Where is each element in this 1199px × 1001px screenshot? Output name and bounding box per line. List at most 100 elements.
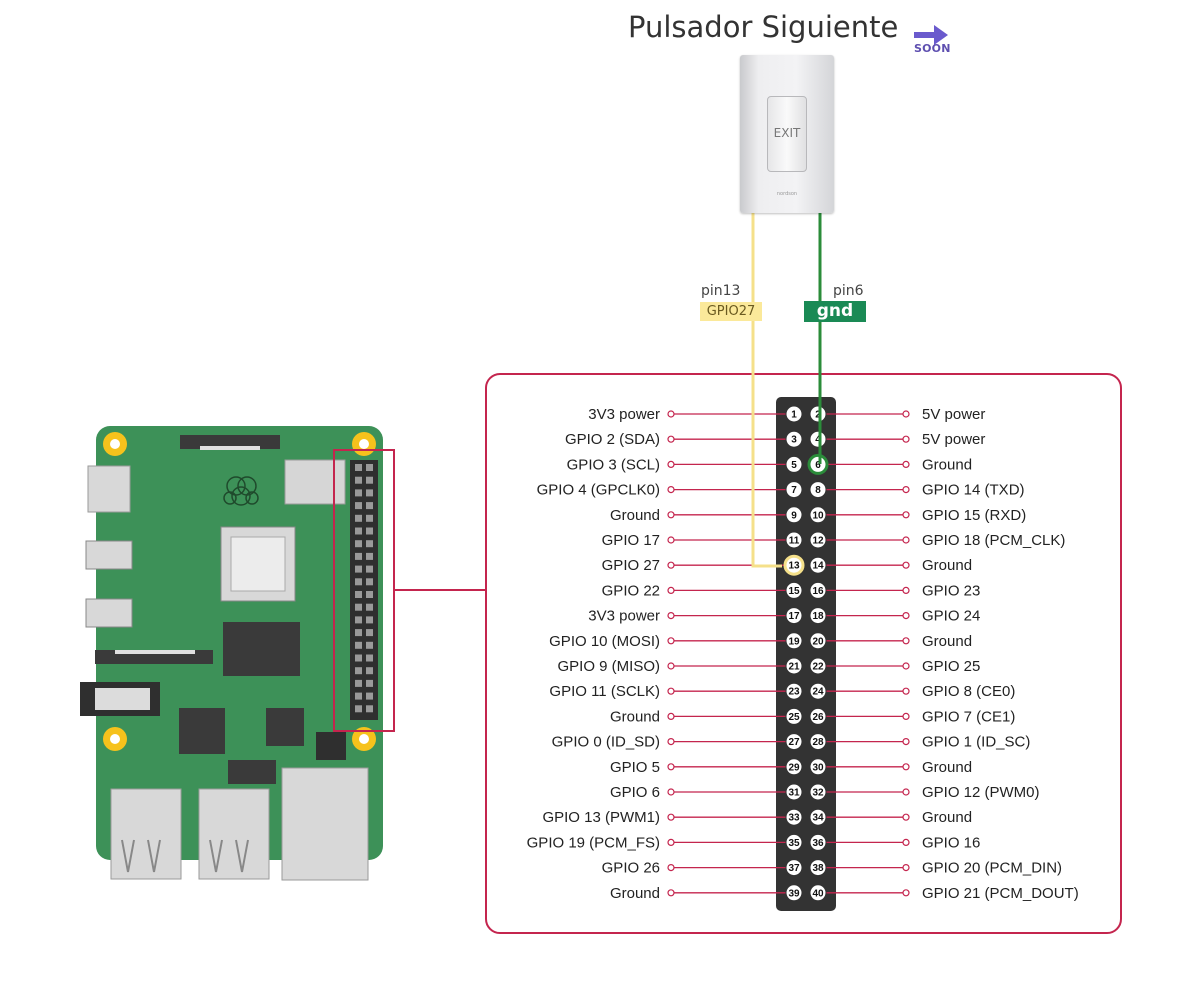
ground-tag: gnd — [804, 301, 866, 322]
pin-label-right: GPIO 1 (ID_SC) — [922, 734, 1030, 751]
pin-21 — [785, 657, 803, 675]
pin-label-right: Ground — [922, 809, 972, 826]
pin-number: 21 — [788, 662, 800, 673]
pin-30 — [809, 758, 827, 776]
pin-34 — [809, 808, 827, 826]
arrow-right-icon — [914, 25, 948, 45]
board-header-pin — [355, 489, 362, 497]
pin-36 — [809, 833, 827, 851]
pin-terminal — [902, 410, 910, 418]
pin-10 — [809, 506, 827, 524]
usb-port — [198, 788, 270, 880]
pin-terminal — [667, 712, 675, 721]
pin-terminal — [667, 763, 675, 771]
pin-15 — [785, 581, 803, 599]
gpio-header-strip — [776, 397, 836, 911]
pin-number: 30 — [812, 762, 824, 773]
pin-label-left: GPIO 0 (ID_SD) — [552, 734, 660, 751]
pin-number: 15 — [788, 586, 800, 597]
signal-pin-label: pin13 — [701, 283, 741, 299]
pin-terminal — [667, 435, 675, 443]
pin-label-left: GPIO 5 — [610, 759, 660, 776]
pin-number: 3 — [791, 435, 797, 446]
poe-header — [316, 732, 346, 760]
pin-number: 28 — [812, 737, 824, 748]
pin-3 — [785, 430, 803, 448]
pin-terminal — [667, 611, 675, 620]
pin-label-right: Ground — [922, 759, 972, 776]
board-header-pin — [355, 654, 362, 662]
exit-button-cap: EXIT — [767, 96, 807, 172]
board-header-pin — [355, 540, 362, 548]
ethernet-port — [281, 767, 369, 881]
pin-number: 22 — [812, 662, 824, 673]
exit-push-button: EXIT nordson — [740, 55, 834, 213]
pin-terminal — [667, 637, 675, 645]
micro-hdmi-port — [85, 540, 133, 570]
board-header-pin — [366, 629, 373, 637]
soon-badge: SOON — [914, 42, 951, 55]
board-header-pin — [355, 705, 362, 713]
pin-8 — [809, 481, 827, 499]
ethernet-chip — [266, 708, 304, 746]
board-header-pin — [355, 641, 362, 649]
pin-14 — [809, 556, 827, 574]
pin-terminal — [902, 611, 910, 620]
pin-number: 20 — [812, 636, 824, 647]
pin-19 — [785, 632, 803, 650]
pin-terminal — [667, 486, 675, 494]
pin-number: 31 — [788, 788, 800, 799]
pin-35 — [785, 833, 803, 851]
pin-number: 33 — [788, 813, 800, 824]
pin-number: 7 — [791, 485, 797, 496]
pin-terminal — [902, 586, 910, 595]
pin-label-right: 5V power — [922, 406, 985, 423]
pin-label-right: GPIO 7 (CE1) — [922, 708, 1015, 725]
board-header-pin — [366, 692, 373, 700]
pin-number: 1 — [791, 410, 797, 421]
pin-6 — [807, 453, 829, 475]
pin-number: 34 — [812, 813, 824, 824]
pin-16 — [809, 581, 827, 599]
raspberry-logo-icon — [223, 476, 259, 506]
pin-number: 26 — [812, 712, 824, 723]
pin-terminal — [667, 737, 675, 746]
pin-label-left: 3V3 power — [588, 406, 660, 423]
pin-1 — [785, 405, 803, 423]
pin-7 — [785, 481, 803, 499]
pin-number: 17 — [788, 611, 800, 622]
board-header-pin — [355, 552, 362, 560]
button-brand: nordson — [776, 191, 798, 197]
pin-terminal — [902, 889, 910, 897]
micro-hdmi-port — [85, 598, 133, 628]
pin-20 — [809, 632, 827, 650]
pin-label-left: GPIO 26 — [602, 860, 660, 877]
pin-38 — [809, 859, 827, 877]
pin-number: 35 — [788, 838, 800, 849]
pin-label-left: GPIO 27 — [602, 557, 660, 574]
board-header-pin — [366, 502, 373, 510]
board-header-pin — [355, 527, 362, 535]
board-header-pin — [355, 667, 362, 675]
pin-33 — [785, 808, 803, 826]
pin-number: 40 — [812, 888, 824, 899]
pinout-frame — [485, 373, 1122, 934]
pin-24 — [809, 682, 827, 700]
pin-terminal — [667, 889, 675, 897]
board-header-pin — [355, 692, 362, 700]
pin-number: 23 — [788, 687, 800, 698]
pin-11 — [785, 531, 803, 549]
pin-label-right: GPIO 15 (RXD) — [922, 507, 1026, 524]
pin-label-right: GPIO 23 — [922, 582, 980, 599]
pin-number: 25 — [788, 712, 800, 723]
pin-26 — [809, 707, 827, 725]
pin-number: 13 — [788, 561, 800, 572]
pin-23 — [785, 682, 803, 700]
pin-terminal — [667, 536, 675, 544]
pin-terminal — [902, 536, 910, 544]
pin-number: 38 — [812, 863, 824, 874]
pin-label-right: GPIO 12 (PWM0) — [922, 784, 1040, 801]
pin-number: 18 — [812, 611, 824, 622]
pin-terminal — [902, 813, 910, 821]
